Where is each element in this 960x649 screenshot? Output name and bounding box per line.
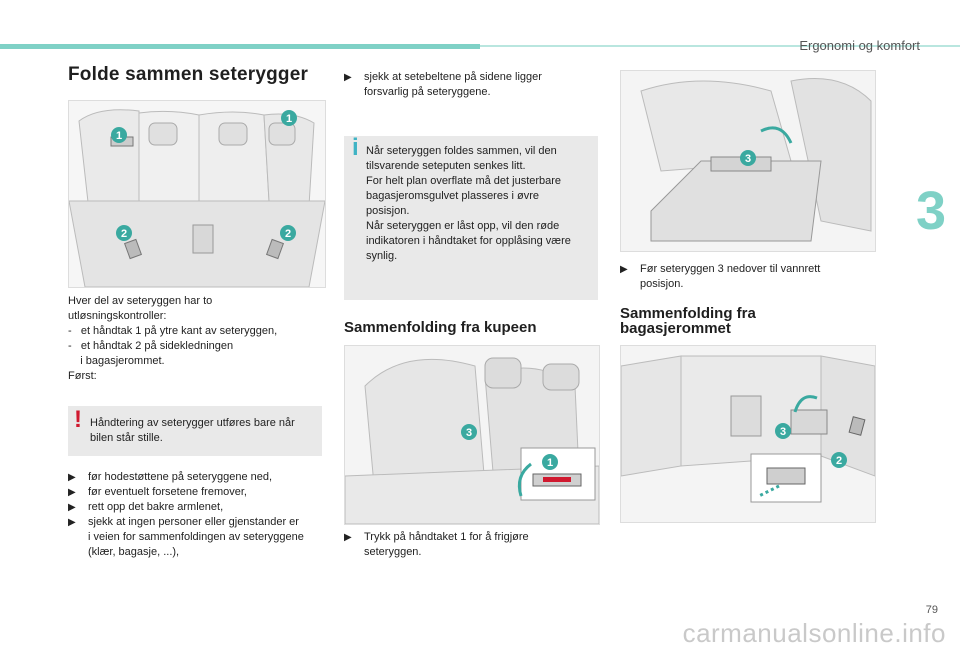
callout-3-top: 3 xyxy=(740,150,756,166)
subtitle-trunk: Sammenfolding fra bagasjerommet xyxy=(620,305,756,337)
arrow-bullet-icon: ▶ xyxy=(68,487,76,498)
watermark: carmanualsonline.info xyxy=(682,618,946,648)
svg-text:3: 3 xyxy=(466,427,472,439)
callout-3: 3 xyxy=(461,424,477,440)
page-title: Folde sammen seterygger xyxy=(68,64,309,85)
svg-text:1: 1 xyxy=(547,457,553,469)
list-item: ▶sjekk at ingen personer eller gjenstand… xyxy=(68,516,304,558)
callout-2a: 2 xyxy=(116,225,132,241)
warning-note: ! Håndtering av seterygger utføres bare … xyxy=(68,406,322,456)
list-item: ▶før hodestøttene på seteryggene ned, xyxy=(68,471,273,483)
callout-2: 2 xyxy=(831,452,847,468)
callout-1b: 1 xyxy=(281,110,297,126)
arrow-bullet-icon: ▶ xyxy=(344,532,352,543)
figure-cabin-fold: 3 1 xyxy=(344,345,600,525)
callout-1: 1 xyxy=(542,454,558,470)
figure-fold-down: 3 xyxy=(620,70,876,252)
preparation-list: ▶før hodestøttene på seteryggene ned, ▶f… xyxy=(68,470,328,560)
svg-text:2: 2 xyxy=(836,455,842,467)
intro-text: Hver del av seteryggen har to utløsnings… xyxy=(68,295,278,382)
info-icon: i xyxy=(352,134,359,161)
arrow-bullet-icon: ▶ xyxy=(620,264,628,275)
section-title: Ergonomi og komfort xyxy=(799,38,920,53)
figure-seat-handles: 1 1 2 2 xyxy=(68,100,326,288)
svg-text:3: 3 xyxy=(780,426,786,438)
list-item: ▶før eventuelt forsetene fremover, xyxy=(68,486,247,498)
accent-bar-thin xyxy=(480,45,960,47)
callout-3-bottom: 3 xyxy=(775,423,791,439)
accent-bar xyxy=(0,44,480,49)
figure-trunk-fold: 3 2 xyxy=(620,345,876,523)
svg-text:2: 2 xyxy=(285,228,291,240)
page-number: 79 xyxy=(925,604,938,616)
warning-icon: ! xyxy=(74,406,82,433)
svg-text:1: 1 xyxy=(286,113,292,125)
subtitle-cabin: Sammenfolding fra kupeen xyxy=(344,319,537,336)
list-item: ▶rett opp det bakre armlenet, xyxy=(68,501,224,513)
arrow-bullet-icon: ▶ xyxy=(68,502,76,513)
arrow-bullet-icon: ▶ xyxy=(344,72,352,83)
svg-text:3: 3 xyxy=(745,153,751,165)
arrow-bullet-icon: ▶ xyxy=(68,472,76,483)
arrow-bullet-icon: ▶ xyxy=(68,517,76,528)
svg-text:1: 1 xyxy=(116,130,122,142)
callout-1a: 1 xyxy=(111,127,127,143)
chapter-number: 3 xyxy=(915,181,946,241)
svg-text:2: 2 xyxy=(121,228,127,240)
callout-2b: 2 xyxy=(280,225,296,241)
info-note: i Når seteryggen foldes sammen, vil den … xyxy=(344,136,598,300)
